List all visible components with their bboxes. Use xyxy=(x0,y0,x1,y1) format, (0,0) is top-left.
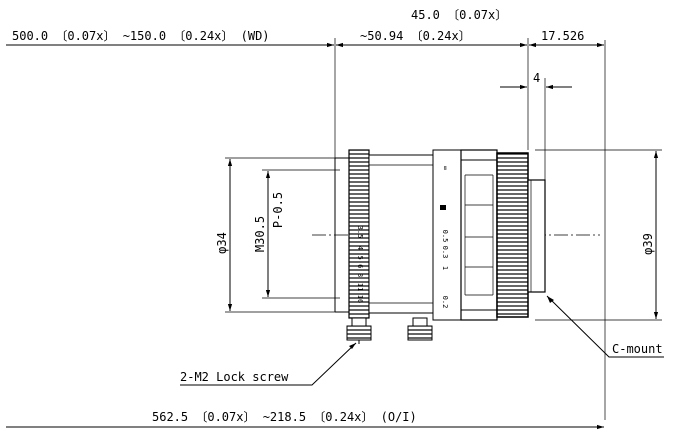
lock-screw-right xyxy=(407,317,433,341)
thread-label: M30.5 xyxy=(253,216,267,252)
focus-mark-1: 1 xyxy=(441,266,449,270)
focus-mark-0-2: 0.2 xyxy=(441,296,449,309)
aperture-mark-3-5: 3.5 xyxy=(356,226,364,239)
c-mount-thread xyxy=(527,179,546,293)
rear-knurled-ring xyxy=(496,152,529,318)
lock-screw-label: 2-M2 Lock screw xyxy=(180,370,289,384)
rear-diameter-label: φ39 xyxy=(641,233,655,255)
front-diameter-label: φ34 xyxy=(215,232,229,254)
lock-screw-left xyxy=(346,317,372,344)
lens-body xyxy=(334,149,546,321)
c-mount-label: C-mount xyxy=(612,342,663,356)
c-mount-leader xyxy=(546,295,664,358)
aperture-mark-4: 4 xyxy=(356,246,364,250)
aperture-scale: 3.5 4 5.6 8 11 16 xyxy=(356,226,364,304)
oi-label: 562.5 〔0.07x〕 ~218.5 〔0.24x〕 (O/I) xyxy=(152,410,417,424)
wd-label: 500.0 〔0.07x〕 ~150.0 〔0.24x〕 (WD) xyxy=(12,29,270,43)
mount-step-label: 4 xyxy=(533,71,540,85)
focus-mark-0-3: 0.3 xyxy=(441,246,449,259)
aperture-scale-band xyxy=(368,154,434,314)
focus-mark-infinity: ∞ xyxy=(441,166,449,170)
focus-ring xyxy=(460,149,498,321)
flange-label: 17.526 xyxy=(541,29,584,43)
lock-screw-leader xyxy=(180,342,357,386)
aperture-mark-8: 8 xyxy=(356,273,364,277)
aperture-mark-16: 16 xyxy=(356,295,364,303)
aperture-mark-11: 11 xyxy=(356,283,364,291)
focus-mark-0-5: 0.5 xyxy=(441,230,449,243)
pitch-label: P-0.5 xyxy=(271,192,285,228)
length-top-label: 45.0 〔0.07x〕 xyxy=(411,8,507,22)
focus-scale: ∞ 0.5 1 0.3 0.2 xyxy=(440,166,449,308)
aperture-mark-5-6: 5.6 xyxy=(356,256,364,269)
length-bottom-label: ~50.94 〔0.24x〕 xyxy=(360,29,471,43)
focus-index-mark xyxy=(440,205,446,210)
